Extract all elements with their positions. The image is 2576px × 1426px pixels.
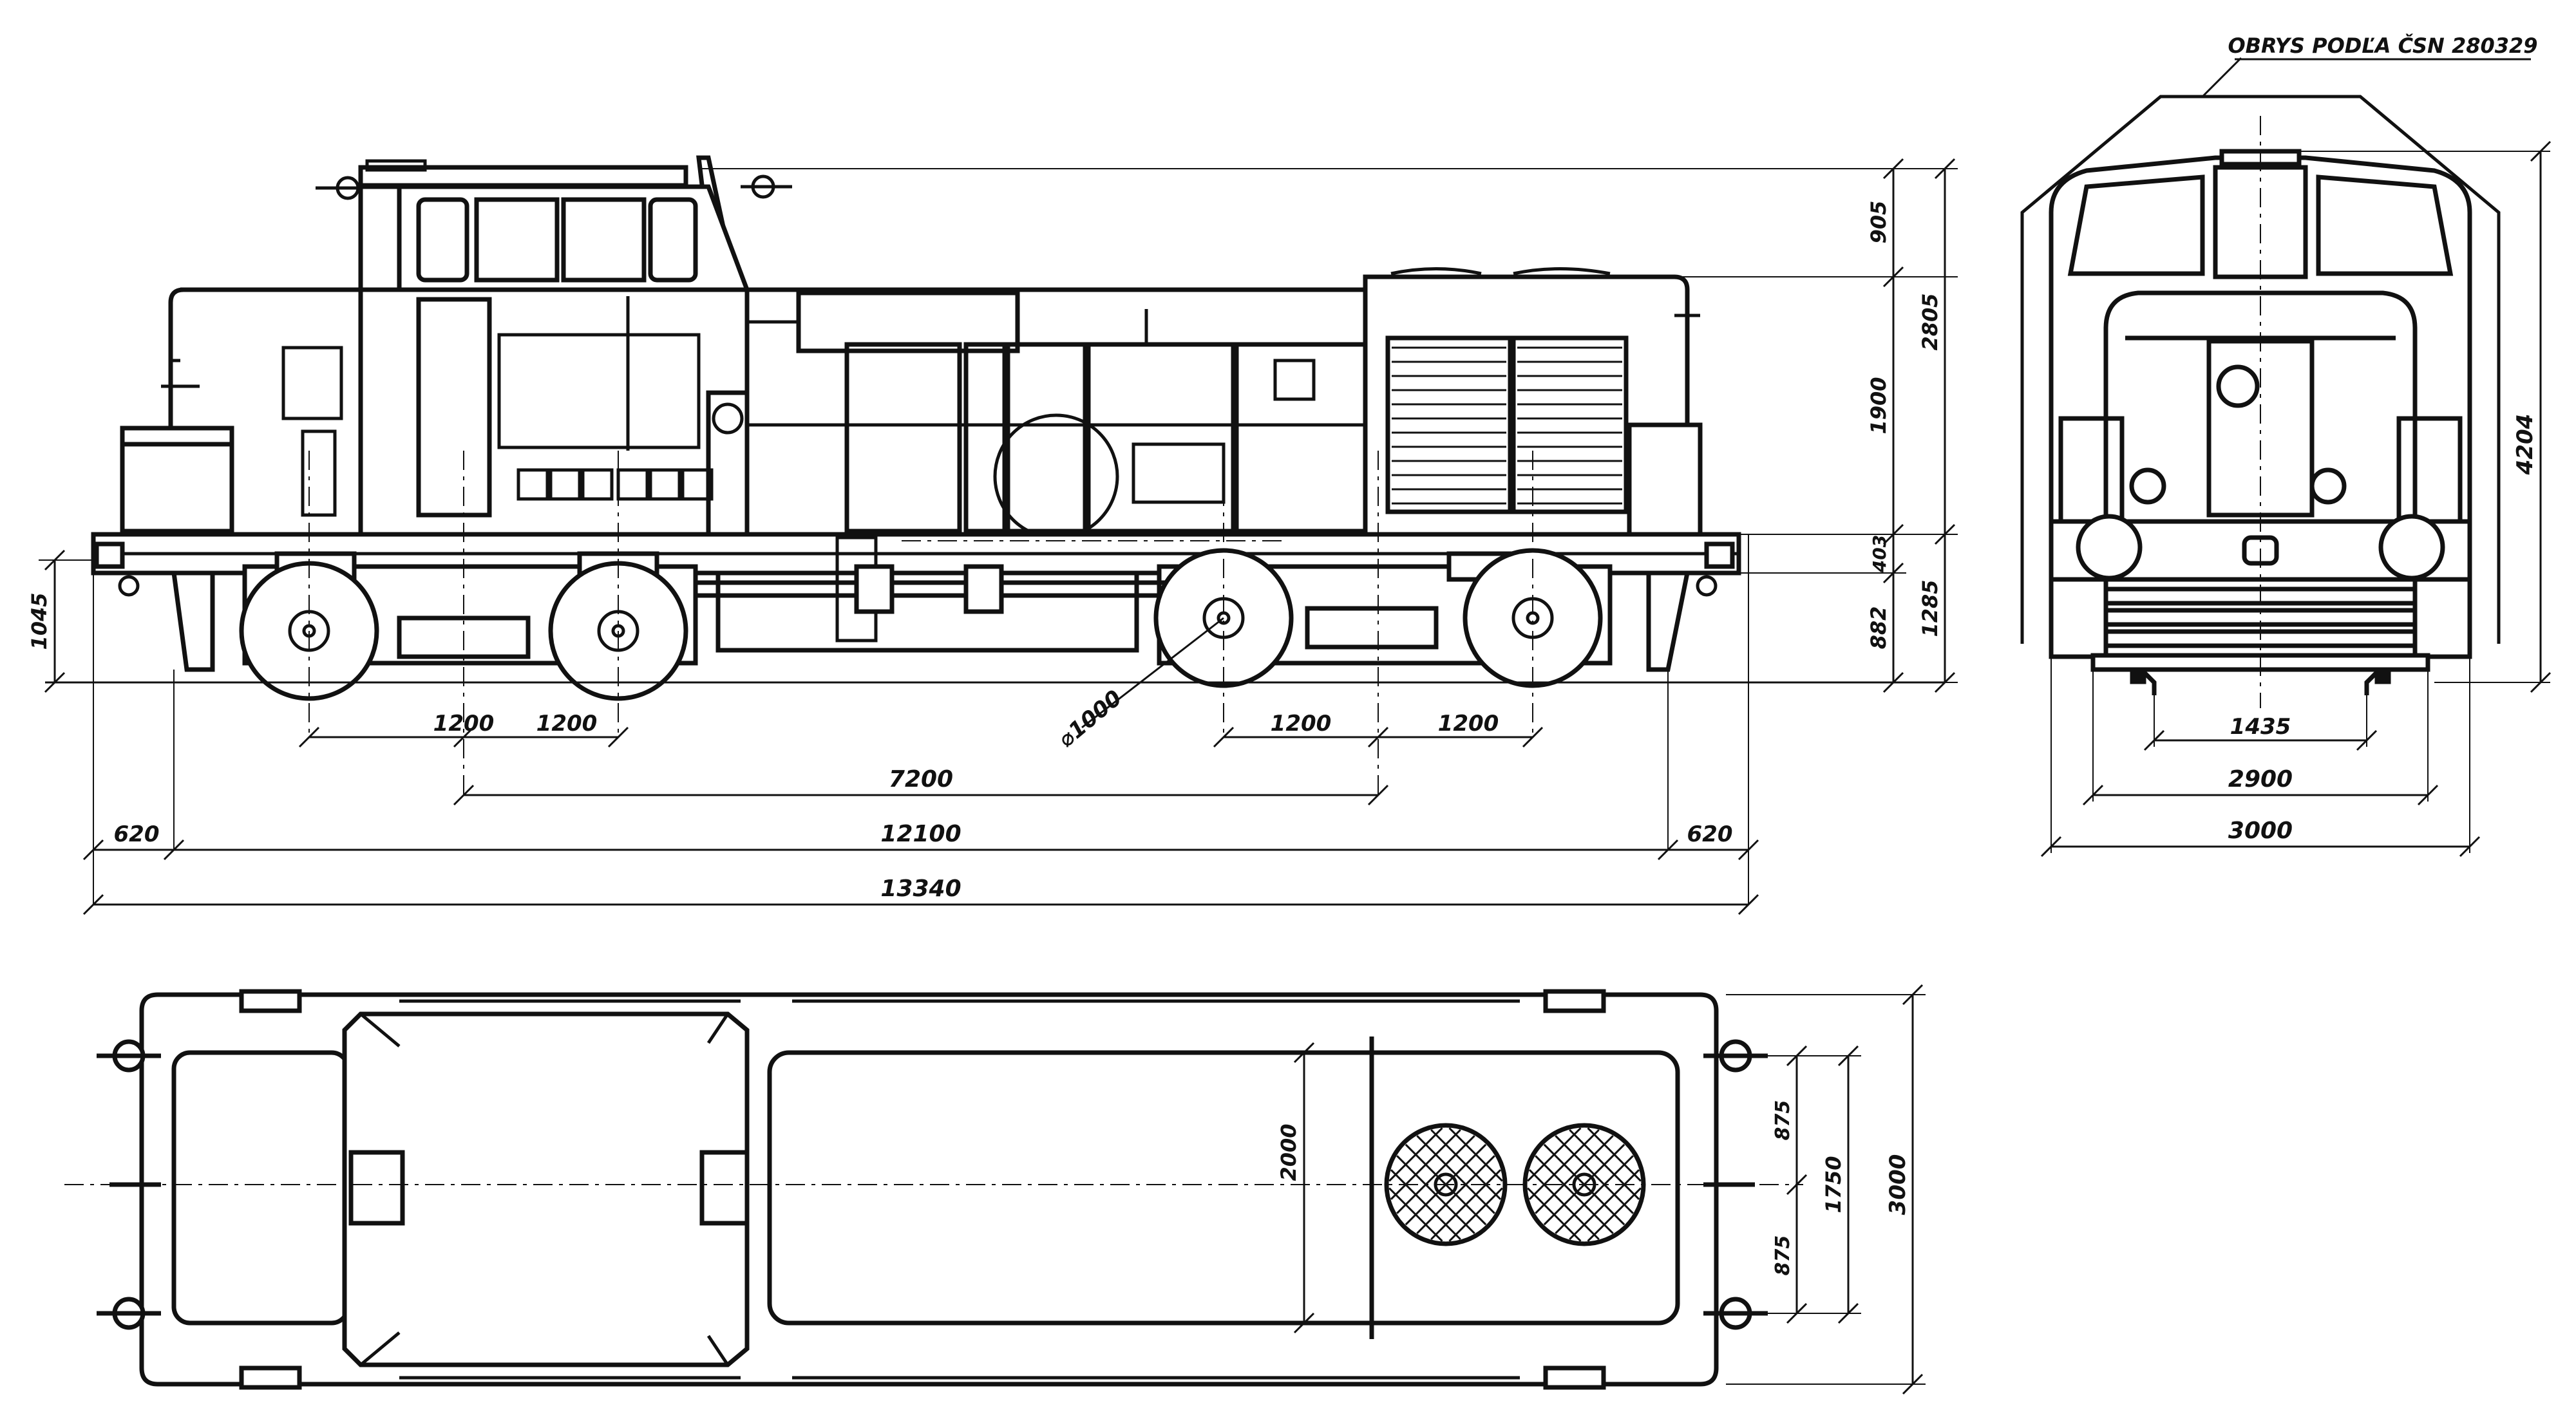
leader-line	[1081, 617, 1224, 729]
dim-buffer-span: 12100	[880, 821, 961, 847]
standard-note: OBRYS PODĽA ČSN 280329	[2228, 33, 2537, 58]
fuel-tank	[715, 570, 1139, 653]
cab-door	[416, 297, 492, 518]
dim-upper-total: 2805	[1918, 293, 1942, 350]
side-view: 1200 1200 1200 1200 7200 620 12100 620 1…	[27, 155, 1958, 915]
fan-hatch-line	[1555, 1135, 1634, 1214]
fan-hatch-line	[1416, 1155, 1495, 1234]
front-windshield	[2316, 174, 2454, 276]
headlight-icon	[2309, 467, 2347, 505]
leader-line	[2201, 57, 2242, 98]
dim-axle-left-1: 1200	[433, 711, 495, 736]
fan-hatch-line	[1569, 1129, 1640, 1200]
fan-hatch-line	[1587, 1187, 1642, 1242]
front-view: OBRYS PODĽA ČSN 280329	[2020, 33, 2552, 858]
buffer	[2378, 514, 2445, 581]
dim-split-upper: 875	[1772, 1100, 1794, 1141]
fan-hatch-line	[1555, 1155, 1634, 1234]
dim-frame-top: 1285	[1918, 579, 1942, 637]
top-roof-hatch	[348, 1150, 405, 1226]
dim-cab-roof: 905	[1866, 201, 1891, 244]
fan-hatch-line	[1569, 1169, 1640, 1241]
fan-hatch-line	[1448, 1187, 1503, 1242]
dim-length-over-buffers: 13340	[880, 876, 961, 902]
clearance-outline	[2020, 95, 2501, 644]
silencer	[796, 290, 1020, 353]
dim-track-gauge: 1435	[2230, 714, 2291, 740]
top-view: 875 875 1750 3000 2000	[64, 984, 1926, 1395]
top-roof-hatch	[699, 1150, 750, 1226]
dim-overall-width: 3000	[1885, 1154, 1911, 1215]
dim-overhang-right: 620	[1687, 821, 1733, 847]
dim-body-width-inner: 2000	[1276, 1123, 1301, 1181]
fan-hatch-line	[1430, 1129, 1502, 1200]
buffer	[94, 541, 125, 569]
top-cab-roof	[342, 1011, 750, 1367]
cab-window	[474, 197, 560, 283]
radiator-grille	[1385, 335, 1629, 514]
dim-buffer-height: 1045	[27, 592, 52, 650]
front-windshield	[2067, 174, 2205, 276]
buffer	[1704, 541, 1735, 569]
dim-wheel-diameter: ⌀1000	[1054, 685, 1127, 753]
top-long-hood	[767, 1050, 1680, 1326]
fan-hatch-line	[1430, 1169, 1502, 1241]
cab-window	[561, 197, 647, 283]
cab-window	[416, 197, 469, 283]
headlight-icon	[2129, 467, 2166, 505]
dim-axle-left-2: 1200	[536, 711, 598, 736]
dim-body-width: 3000	[2228, 818, 2293, 844]
dim-wheel-zone: 882	[1866, 606, 1891, 650]
dim-body-height: 1900	[1866, 377, 1891, 434]
dim-bogie-width: 2900	[2228, 766, 2293, 793]
dim-total-height: 4204	[2512, 414, 2538, 476]
dim-bogie-centers: 7200	[889, 766, 953, 793]
fan-hatch-line	[1587, 1127, 1642, 1182]
fan-hatch-line	[1448, 1127, 1503, 1182]
dim-axle-right-2: 1200	[1438, 711, 1499, 736]
fan-hatch-line	[1416, 1135, 1495, 1214]
dim-buffer-spacing: 1750	[1821, 1156, 1846, 1213]
dim-overhang-left: 620	[114, 821, 160, 847]
dim-frame: 403	[1869, 535, 1890, 573]
dim-split-lower: 875	[1772, 1235, 1794, 1276]
cab-window	[648, 197, 698, 283]
dim-axle-right-1: 1200	[1271, 711, 1332, 736]
buffer	[2076, 514, 2143, 581]
